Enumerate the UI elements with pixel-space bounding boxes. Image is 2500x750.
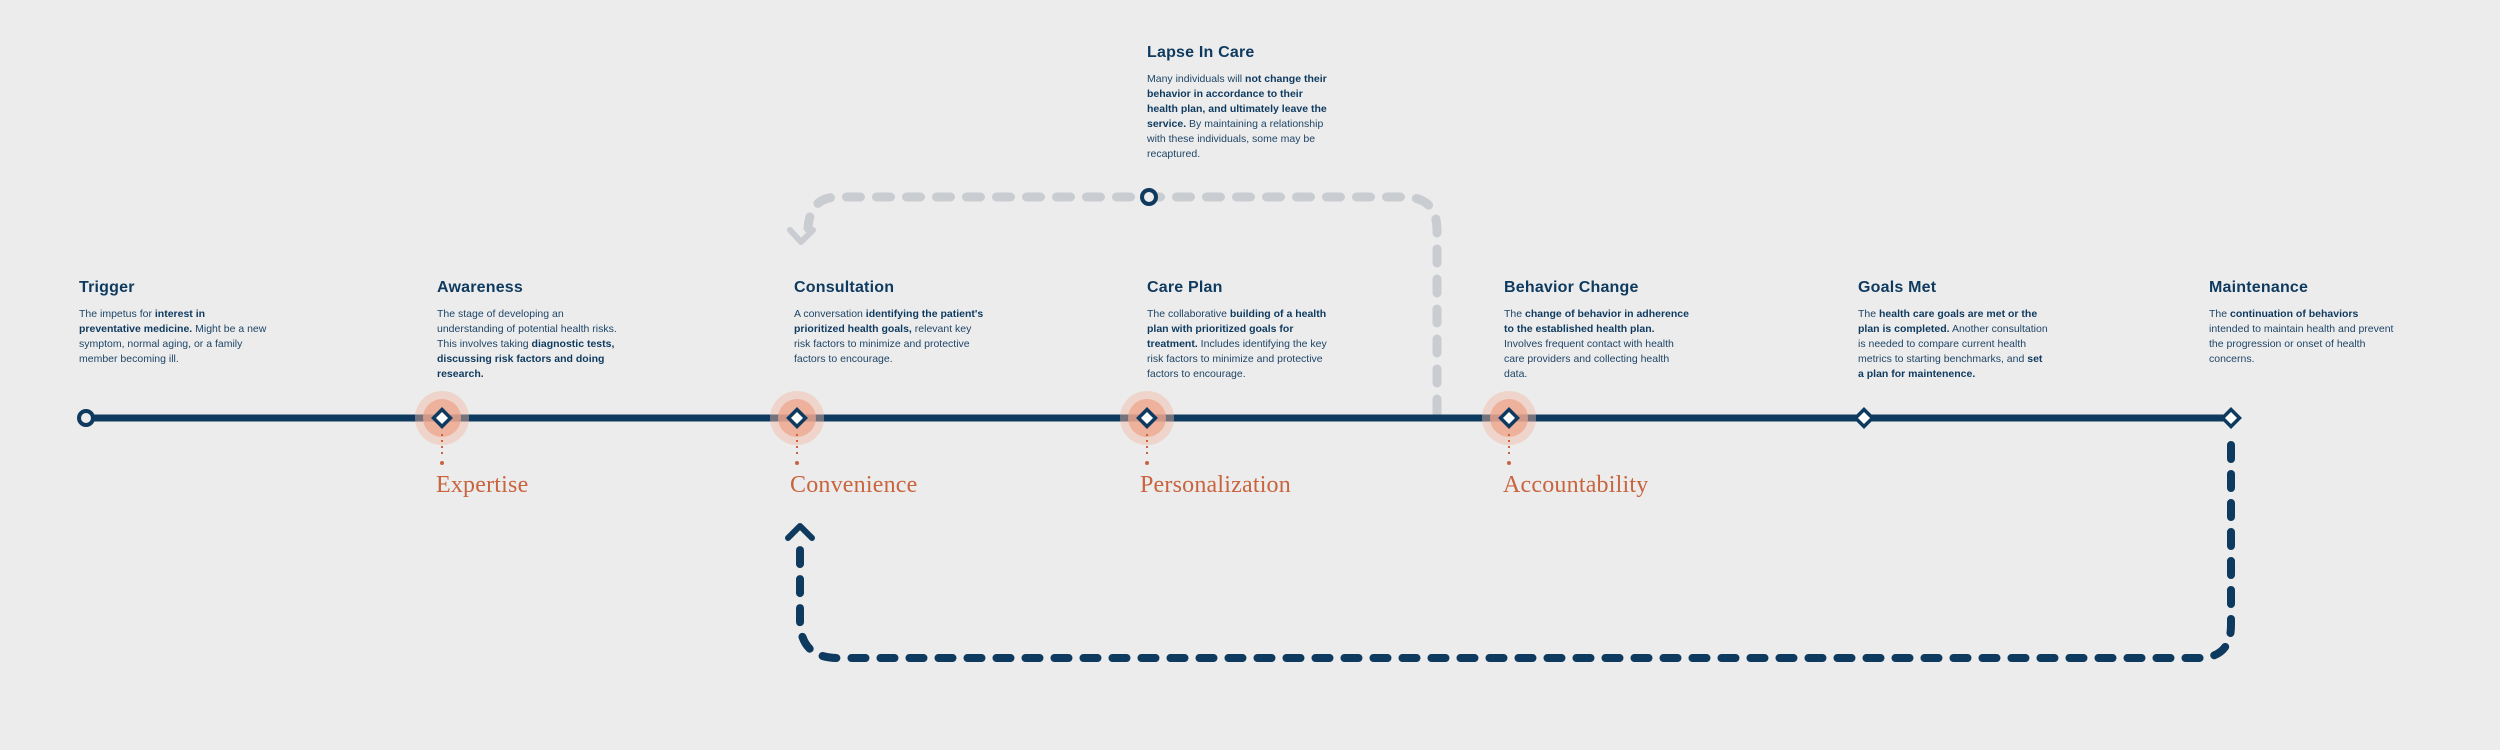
care-plan-node bbox=[1136, 407, 1158, 429]
consultation-node bbox=[786, 407, 808, 429]
lapse-in-care: Lapse In Care Many individuals will not … bbox=[1147, 44, 1327, 162]
emphasis-text: continuation of behaviors bbox=[2230, 308, 2359, 320]
body-text: Includes identifying the key risk factor… bbox=[1147, 338, 1327, 380]
stage-title: Care Plan bbox=[1147, 279, 1223, 296]
maintenance-loop-path bbox=[796, 441, 2235, 662]
emphasis-text: interest in preventative medicine. bbox=[79, 308, 206, 335]
value-convenience: Convenience bbox=[790, 472, 918, 498]
emphasis-text: change of behavior in adherence to the e… bbox=[1504, 308, 1689, 335]
maintenance-node bbox=[2220, 407, 2242, 429]
lapse-arrowhead bbox=[787, 227, 816, 245]
lapse-description: Many individuals will not change their b… bbox=[1147, 72, 1327, 162]
emphasis-text: building of a health plan with prioritiz… bbox=[1147, 308, 1327, 350]
body-text: Many individuals will bbox=[1147, 73, 1246, 85]
stage-awareness: Awareness The stage of developing an und… bbox=[437, 279, 627, 382]
stage-description: The health care goals are met or the pla… bbox=[1858, 307, 2048, 382]
stage-description: The stage of developing an understanding… bbox=[437, 307, 627, 382]
stage-title: Trigger bbox=[79, 279, 135, 296]
stage-description: The change of behavior in adherence to t… bbox=[1504, 307, 1694, 382]
value-expertise: Expertise bbox=[436, 472, 529, 498]
lapse-title: Lapse In Care bbox=[1147, 44, 1255, 61]
stage-title: Behavior Change bbox=[1504, 279, 1639, 296]
emphasis-text: health care goals are met or the plan is… bbox=[1858, 308, 2038, 335]
awareness-node bbox=[431, 407, 453, 429]
stage-title: Maintenance bbox=[2209, 279, 2309, 296]
body-text: relevant key risk factors to minimize an… bbox=[794, 323, 972, 365]
body-text: The stage of developing an understanding… bbox=[437, 308, 617, 350]
maintenance-loop-arrowhead bbox=[785, 523, 815, 541]
stage-care-plan: Care Plan The collaborative building of … bbox=[1147, 279, 1337, 382]
trigger-node bbox=[77, 409, 95, 427]
stage-goals-met: Goals Met The health care goals are met … bbox=[1858, 279, 2048, 382]
body-text: A conversation bbox=[794, 308, 866, 320]
stage-title: Goals Met bbox=[1858, 279, 1937, 296]
emphasis-text: identifying the patient's prioritized he… bbox=[794, 308, 984, 335]
body-text: The bbox=[1504, 308, 1526, 320]
stage-title: Awareness bbox=[437, 279, 524, 296]
lapse-node bbox=[1140, 188, 1158, 206]
body-text: The collaborative bbox=[1147, 308, 1230, 320]
body-text: Might be a new symptom, normal aging, or… bbox=[79, 323, 267, 365]
lapse-return-path bbox=[803, 192, 1442, 418]
stage-trigger: Trigger The impetus for interest in prev… bbox=[79, 279, 269, 367]
stage-description: A conversation identifying the patient's… bbox=[794, 307, 984, 367]
body-text: Another consultation is needed to compar… bbox=[1858, 323, 2048, 365]
emphasis-text: diagnostic tests, discussing risk factor… bbox=[437, 338, 615, 380]
body-text: intended to maintain health and prevent … bbox=[2209, 323, 2394, 365]
body-text: The impetus for bbox=[79, 308, 155, 320]
stage-title: Consultation bbox=[794, 279, 895, 296]
emphasis-text: not change their behavior in accordance … bbox=[1147, 73, 1327, 130]
value-personalization: Personalization bbox=[1140, 472, 1291, 498]
stage-description: The collaborative building of a health p… bbox=[1147, 307, 1337, 382]
stage-behavior-change: Behavior Change The change of behavior i… bbox=[1504, 279, 1694, 382]
stage-description: The impetus for interest in preventative… bbox=[79, 307, 269, 367]
behavior-change-node bbox=[1498, 407, 1520, 429]
stage-maintenance: Maintenance The continuation of behavior… bbox=[2209, 279, 2399, 367]
value-connectors bbox=[440, 434, 1511, 465]
goals-met-node bbox=[1853, 407, 1875, 429]
body-text: By maintaining a relationship with these… bbox=[1147, 118, 1324, 160]
body-text: The bbox=[1858, 308, 1880, 320]
body-text: The bbox=[2209, 308, 2231, 320]
stage-description: The continuation of behaviors intended t… bbox=[2209, 307, 2399, 367]
stage-consultation: Consultation A conversation identifying … bbox=[794, 279, 984, 367]
value-accountability: Accountability bbox=[1503, 472, 1649, 498]
body-text: Involves frequent contact with health ca… bbox=[1504, 338, 1674, 380]
emphasis-text: set a plan for maintenence. bbox=[1858, 353, 2043, 380]
